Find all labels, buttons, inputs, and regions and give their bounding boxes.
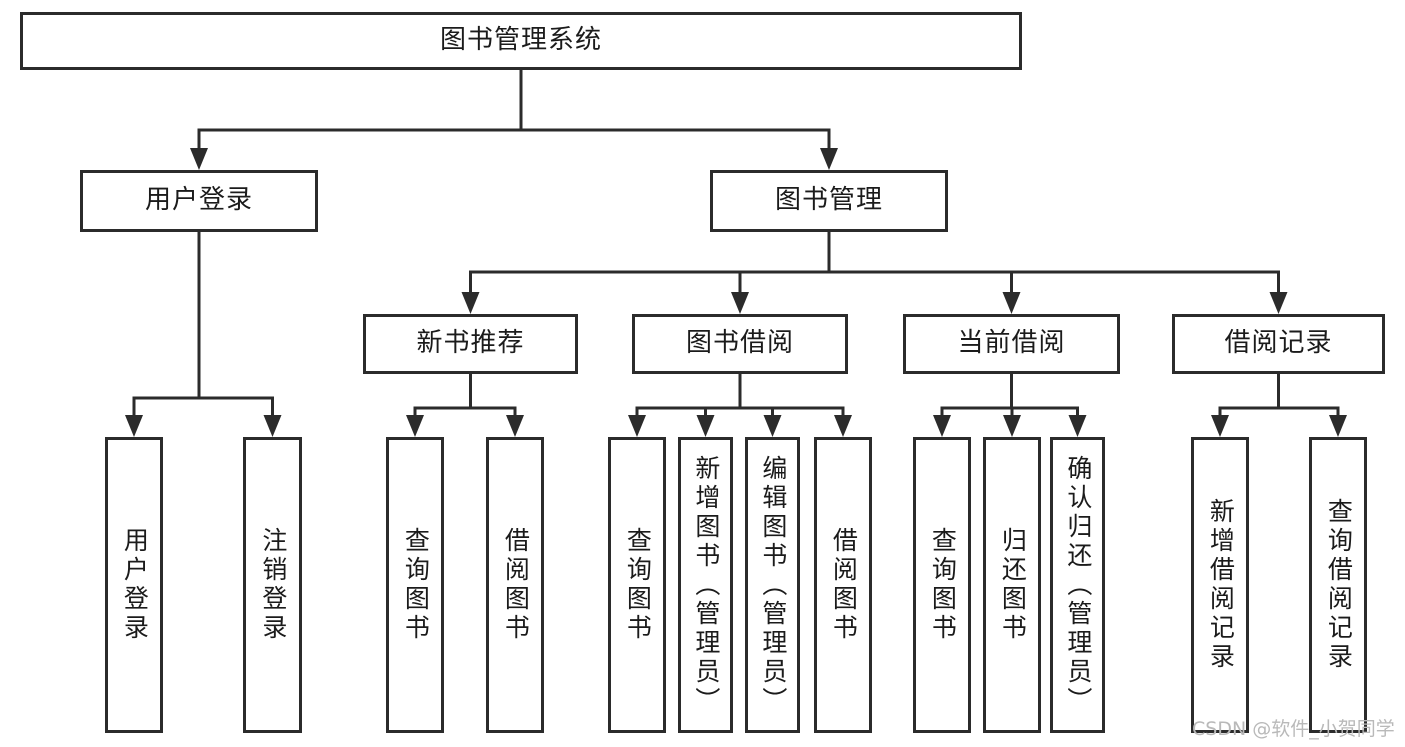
node-leaf-query-borrow-record-label: 查询借阅记录 — [1324, 498, 1354, 672]
node-leaf-query-book-2-label: 查询图书 — [623, 527, 653, 643]
node-leaf-return-book[interactable]: 归还图书 — [983, 437, 1041, 733]
node-leaf-confirm-return-admin[interactable]: 确认归还（管理员） — [1050, 437, 1105, 733]
node-current-borrow[interactable]: 当前借阅 — [903, 314, 1120, 374]
node-leaf-add-book-admin-label: 新增图书（管理员） — [691, 454, 721, 716]
node-leaf-add-borrow-record-label: 新增借阅记录 — [1206, 498, 1236, 672]
node-book-borrow-label: 图书借阅 — [685, 328, 794, 359]
node-leaf-user-login[interactable]: 用户登录 — [105, 437, 163, 733]
node-book-manage-label: 图书管理 — [774, 185, 883, 216]
node-borrow-record[interactable]: 借阅记录 — [1172, 314, 1385, 374]
node-book-borrow[interactable]: 图书借阅 — [632, 314, 848, 374]
node-leaf-confirm-return-admin-label: 确认归还（管理员） — [1063, 454, 1093, 716]
node-root[interactable]: 图书管理系统 — [20, 12, 1022, 70]
node-leaf-query-book-3-label: 查询图书 — [928, 527, 958, 643]
csdn-watermark: CSDN @软件_小贺同学 — [1192, 718, 1395, 740]
node-new-book-recommend[interactable]: 新书推荐 — [363, 314, 578, 374]
node-leaf-borrow-book-1[interactable]: 借阅图书 — [486, 437, 544, 733]
node-leaf-borrow-book-2-label: 借阅图书 — [829, 527, 859, 643]
node-leaf-return-book-label: 归还图书 — [998, 527, 1028, 643]
node-leaf-add-book-admin[interactable]: 新增图书（管理员） — [678, 437, 733, 733]
node-root-label: 图书管理系统 — [439, 25, 602, 56]
node-user-login-label: 用户登录 — [144, 185, 253, 216]
node-leaf-borrow-book-1-label: 借阅图书 — [501, 527, 531, 643]
node-new-book-recommend-label: 新书推荐 — [416, 328, 525, 359]
node-user-login[interactable]: 用户登录 — [80, 170, 318, 232]
node-borrow-record-label: 借阅记录 — [1224, 328, 1333, 359]
node-leaf-edit-book-admin-label: 编辑图书（管理员） — [758, 454, 788, 716]
node-leaf-edit-book-admin[interactable]: 编辑图书（管理员） — [745, 437, 800, 733]
node-leaf-query-book-1[interactable]: 查询图书 — [386, 437, 444, 733]
node-leaf-add-borrow-record[interactable]: 新增借阅记录 — [1191, 437, 1249, 733]
node-leaf-query-book-2[interactable]: 查询图书 — [608, 437, 666, 733]
node-leaf-query-book-3[interactable]: 查询图书 — [913, 437, 971, 733]
node-leaf-logout-login[interactable]: 注销登录 — [243, 437, 302, 733]
node-leaf-query-borrow-record[interactable]: 查询借阅记录 — [1309, 437, 1367, 733]
node-leaf-logout-login-label: 注销登录 — [258, 527, 288, 643]
node-leaf-user-login-label: 用户登录 — [120, 527, 150, 643]
node-leaf-query-book-1-label: 查询图书 — [401, 527, 431, 643]
node-book-manage[interactable]: 图书管理 — [710, 170, 948, 232]
node-leaf-borrow-book-2[interactable]: 借阅图书 — [814, 437, 872, 733]
node-current-borrow-label: 当前借阅 — [957, 328, 1066, 359]
